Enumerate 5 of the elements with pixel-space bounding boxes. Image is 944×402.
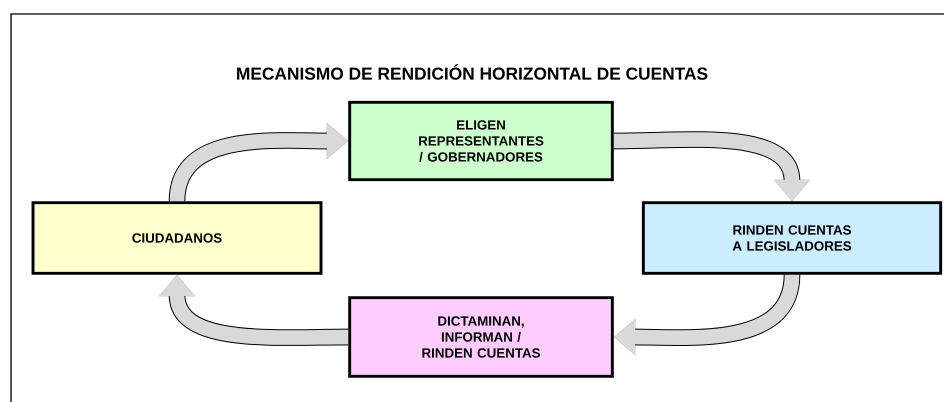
text-box: CIUDADANOS [32, 201, 322, 275]
title: MECANISMO DE RENDICIÓN HORIZONTAL DE CUENTAS [237, 64, 708, 80]
text-box: ELIGEN REPRESENTANTES / GOBERNADORES [348, 100, 614, 182]
text-box: RINDEN CUENTAS A LEGISLADORES [642, 201, 942, 275]
text-box: DICTAMINAN, INFORMAN / RINDEN CUENTAS [348, 296, 614, 378]
